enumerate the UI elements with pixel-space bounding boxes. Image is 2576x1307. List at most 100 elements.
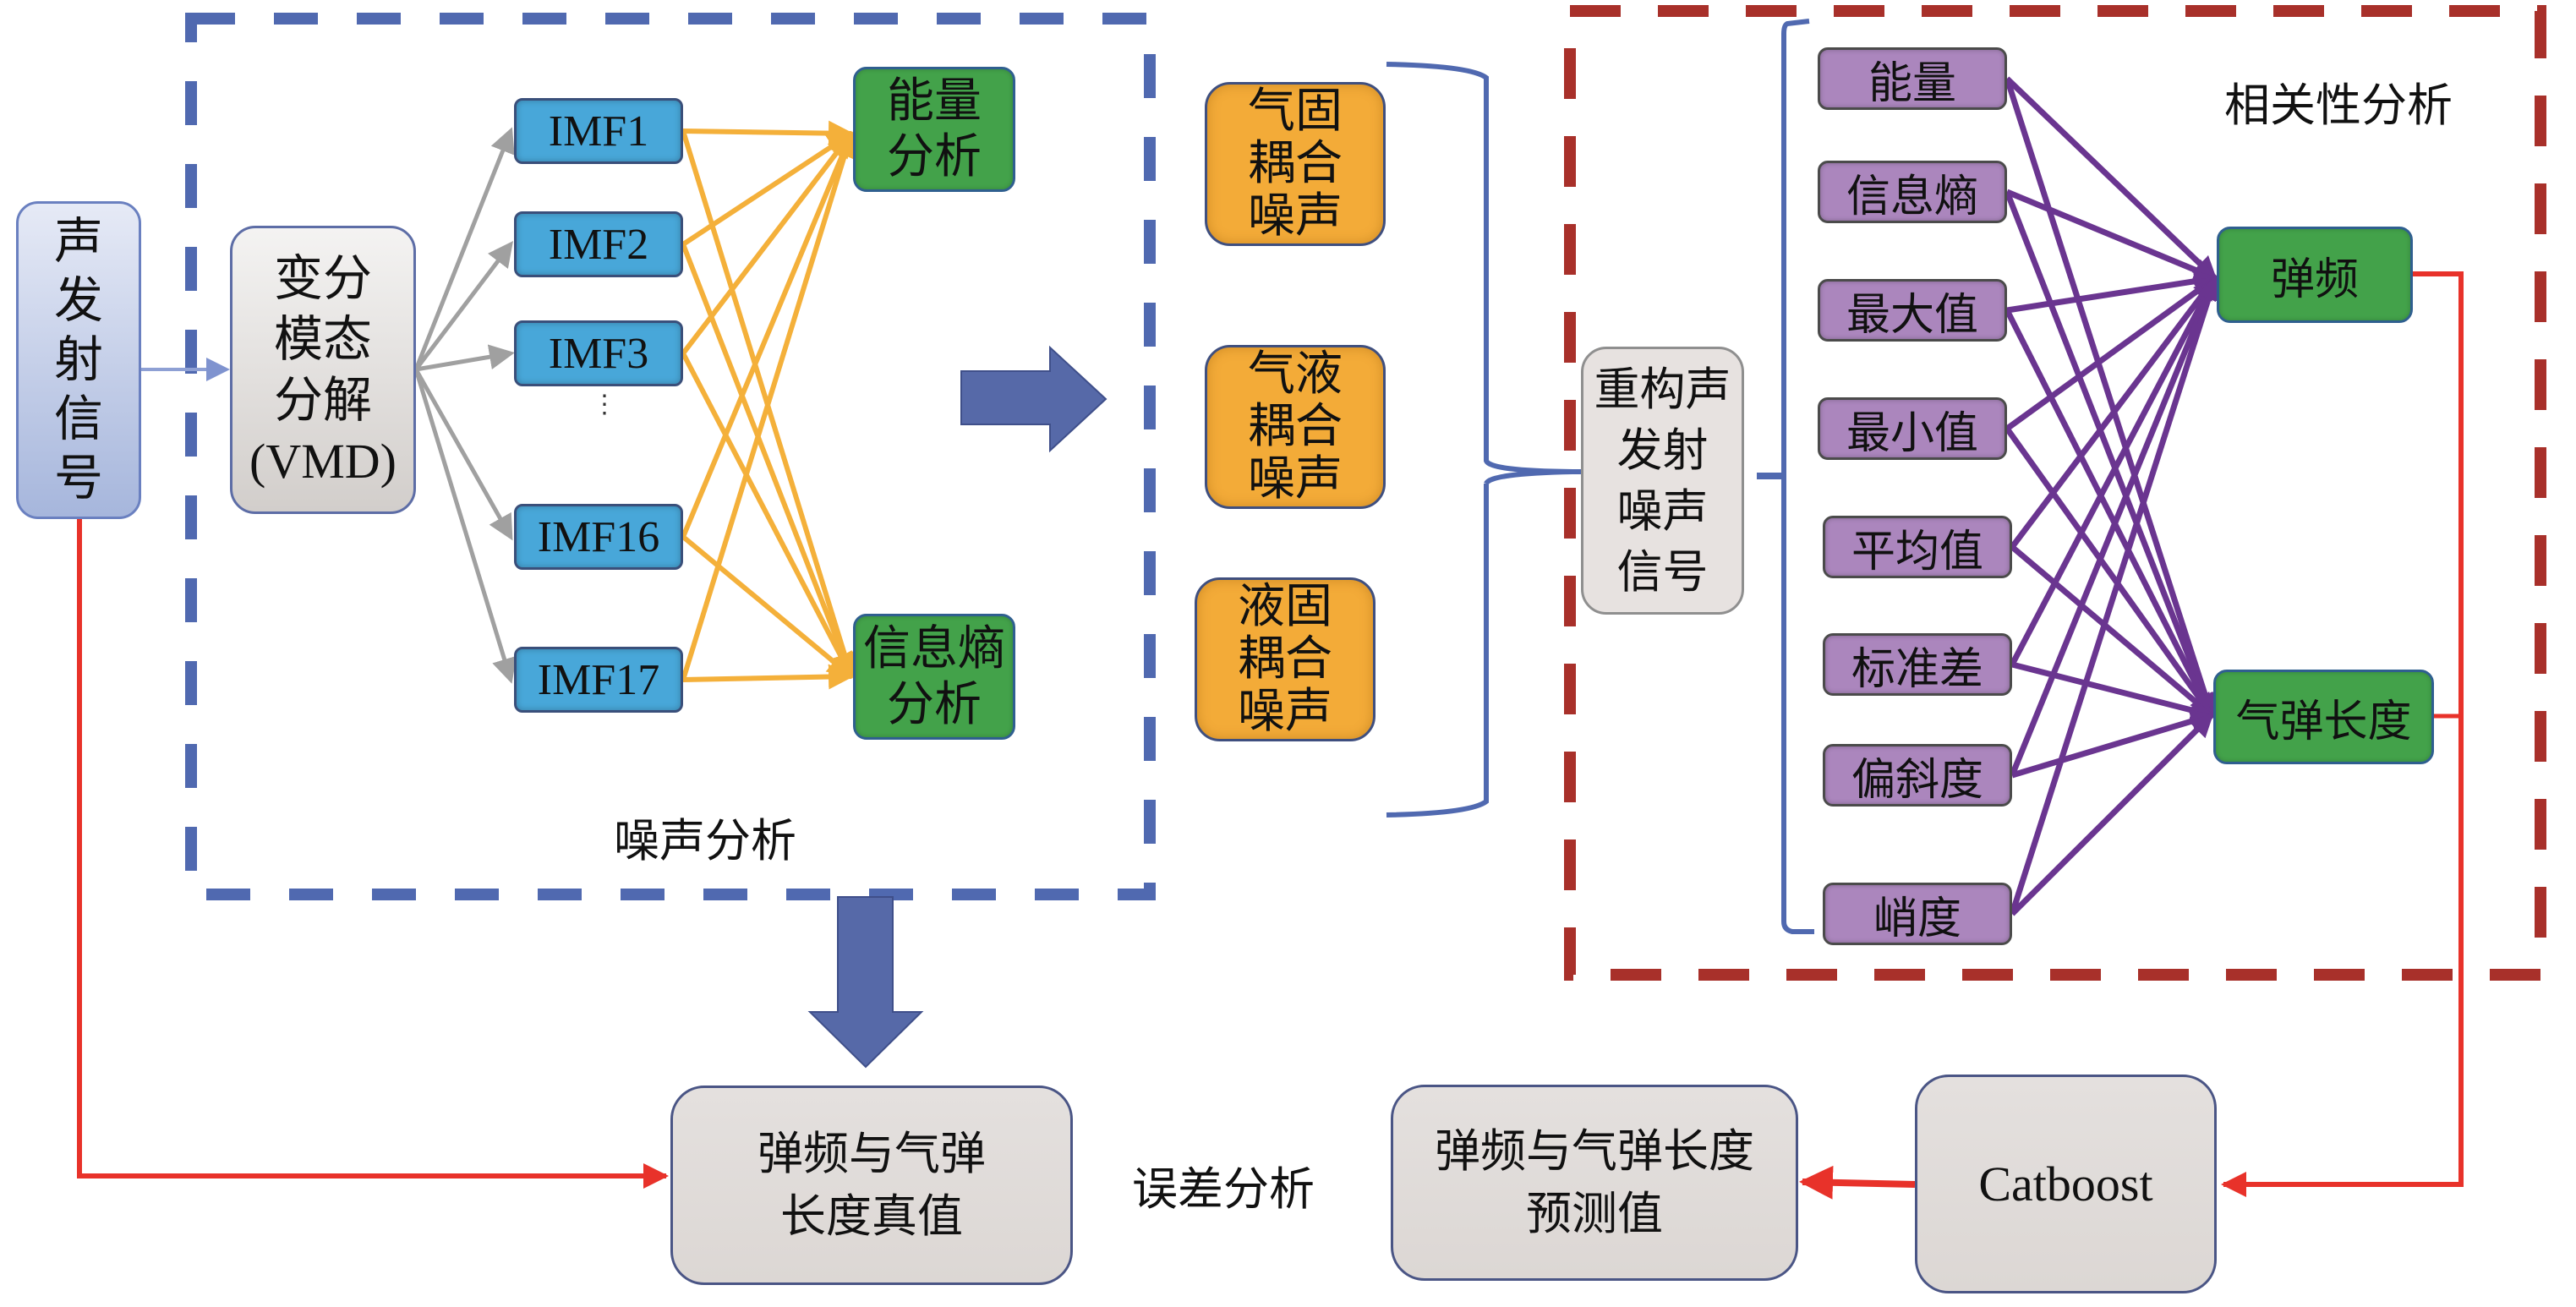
block-arrow-down bbox=[807, 896, 924, 1069]
feature-label: 标准差 bbox=[1851, 645, 1983, 694]
feature-box-min: 最小值 bbox=[1818, 397, 2007, 460]
true-value-line2: 长度真值 bbox=[780, 1191, 963, 1242]
imf-box: IMF16 bbox=[514, 504, 683, 570]
feature-box-std: 标准差 bbox=[1823, 633, 2012, 696]
imf-to-analysis-arrows bbox=[681, 120, 857, 690]
vmd-box: 变分 模态 分解 (VMD) bbox=[230, 226, 416, 514]
target-box-frequency: 弹频 bbox=[2217, 227, 2413, 323]
reconstructed-line2: 发射 bbox=[1616, 424, 1709, 476]
noise-type-line: 气液 bbox=[1248, 348, 1343, 401]
entropy-analysis-line2: 分析 bbox=[887, 678, 982, 731]
features-bracket bbox=[1781, 19, 1814, 934]
feature-label: 峭度 bbox=[1873, 894, 1961, 943]
predicted-line2: 预测值 bbox=[1526, 1189, 1663, 1239]
feature-to-frequency-line bbox=[2009, 275, 2218, 777]
feature-box-energy: 能量 bbox=[1818, 47, 2007, 110]
feature-label: 能量 bbox=[1868, 59, 1956, 108]
energy-analysis-line1: 能量 bbox=[887, 75, 982, 128]
imf-box: IMF2 bbox=[514, 211, 683, 277]
vmd-label-line3: 分解 bbox=[273, 372, 372, 428]
vmd-label-line2: 模态 bbox=[273, 311, 372, 367]
noise-analysis-label: 噪声分析 bbox=[614, 816, 796, 867]
vmd-label-line4: (VMD) bbox=[249, 433, 397, 489]
noise-type-line: 噪声 bbox=[1238, 686, 1332, 738]
noise-type-line: 气固 bbox=[1248, 85, 1343, 138]
imf-to-energy-arrow bbox=[682, 120, 854, 146]
imf-to-energy-arrow bbox=[681, 131, 855, 539]
imf-box: IMF17 bbox=[514, 647, 683, 713]
imf-to-energy-arrow bbox=[681, 131, 854, 355]
feature-to-length-line bbox=[2010, 544, 2214, 718]
feature-label: 偏斜度 bbox=[1851, 756, 1983, 805]
noise-type-line: 耦合 bbox=[1248, 138, 1343, 190]
feature-to-target-lines bbox=[2004, 76, 2220, 916]
vmd-to-imf-arrow bbox=[414, 241, 514, 371]
imf-to-entropy-arrow bbox=[682, 664, 854, 690]
noise-type-line: 噪声 bbox=[1248, 453, 1343, 506]
noise-type-line: 液固 bbox=[1238, 581, 1332, 633]
feature-to-length-line bbox=[2004, 190, 2216, 719]
feature-to-frequency-line bbox=[2006, 269, 2218, 314]
targets-to-model-line bbox=[2221, 271, 2464, 1197]
target-box-length: 气弹长度 bbox=[2213, 670, 2434, 764]
noise-type-line: 耦合 bbox=[1238, 633, 1332, 686]
noise-type-line: 噪声 bbox=[1248, 190, 1343, 243]
target-label: 气弹长度 bbox=[2235, 697, 2412, 746]
liquid-solid-noise-box: 液固 耦合 噪声 bbox=[1195, 577, 1376, 741]
target-label: 弹频 bbox=[2270, 255, 2359, 304]
feature-to-length-line bbox=[2004, 309, 2215, 719]
reconstructed-line3: 噪声 bbox=[1616, 485, 1709, 537]
imf-label: IMF3 bbox=[548, 329, 649, 378]
predicted-line1: 弹频与气弹长度 bbox=[1435, 1126, 1754, 1177]
predicted-value-box: 弹频与气弹长度 预测值 bbox=[1391, 1085, 1798, 1281]
imf-to-entropy-arrow bbox=[681, 352, 854, 679]
feature-label: 最小值 bbox=[1846, 409, 1978, 458]
feature-label: 平均值 bbox=[1851, 528, 1983, 577]
reconstructed-line1: 重构声 bbox=[1594, 364, 1731, 415]
feature-to-frequency-line bbox=[2010, 276, 2218, 550]
energy-analysis-box: 能量 分析 bbox=[853, 67, 1015, 192]
gas-solid-noise-box: 气固 耦合 噪声 bbox=[1205, 82, 1386, 246]
feature-to-length-line bbox=[2010, 709, 2215, 779]
block-arrow-right bbox=[960, 345, 1108, 453]
imf-to-entropy-arrow bbox=[681, 243, 856, 679]
vmd-to-imf-arrow bbox=[413, 368, 513, 541]
feature-to-frequency-line bbox=[2009, 275, 2220, 916]
reconstructed-line4: 信号 bbox=[1616, 546, 1709, 598]
feature-to-frequency-line bbox=[2004, 276, 2218, 431]
correlation-analysis-group-border bbox=[1564, 5, 2546, 981]
feature-box-max: 最大值 bbox=[1818, 279, 2007, 342]
energy-analysis-line2: 分析 bbox=[887, 131, 982, 183]
true-value-line1: 弹频与气弹 bbox=[757, 1129, 986, 1179]
imf-label: IMF1 bbox=[548, 107, 649, 156]
entropy-analysis-line1: 信息熵 bbox=[863, 622, 1005, 675]
catboost-label: Catboost bbox=[1978, 1156, 2153, 1211]
vmd-to-imf-arrow bbox=[413, 369, 517, 684]
imf-box: IMF1 bbox=[514, 98, 683, 164]
vmd-label-line1: 变分 bbox=[273, 250, 372, 306]
reconstructed-signal-box: 重构声 发射 噪声 信号 bbox=[1581, 347, 1744, 615]
vmd-to-imf-arrows bbox=[413, 127, 517, 684]
imf-label: IMF16 bbox=[537, 512, 660, 561]
noise-type-line: 耦合 bbox=[1248, 401, 1343, 453]
noise-types-bracket bbox=[1386, 62, 1573, 818]
feature-label: 最大值 bbox=[1846, 291, 1978, 340]
imf-to-energy-arrow bbox=[681, 131, 857, 681]
imf-label: IMF2 bbox=[548, 220, 649, 269]
feature-to-frequency-line bbox=[2005, 189, 2218, 282]
imf-ellipsis: ⋮ bbox=[592, 391, 617, 418]
feature-box-mean: 平均值 bbox=[1823, 516, 2012, 578]
imf-to-energy-arrow bbox=[681, 131, 854, 247]
feature-to-length-line bbox=[2010, 713, 2214, 916]
feature-label: 信息熵 bbox=[1846, 172, 1978, 221]
feature-box-entropy: 信息熵 bbox=[1818, 161, 2007, 223]
imf-label: IMF17 bbox=[537, 655, 660, 704]
feature-to-length-line bbox=[2004, 426, 2214, 718]
feature-to-frequency-line bbox=[2004, 76, 2218, 281]
signal-to-true-value-line bbox=[77, 519, 669, 1189]
acoustic-emission-signal-label: 声发射信号 bbox=[53, 214, 103, 506]
error-analysis-label: 误差分析 bbox=[1132, 1164, 1315, 1215]
feature-to-frequency-line bbox=[2009, 275, 2218, 666]
model-to-predicted-arrow bbox=[1799, 1165, 1916, 1200]
